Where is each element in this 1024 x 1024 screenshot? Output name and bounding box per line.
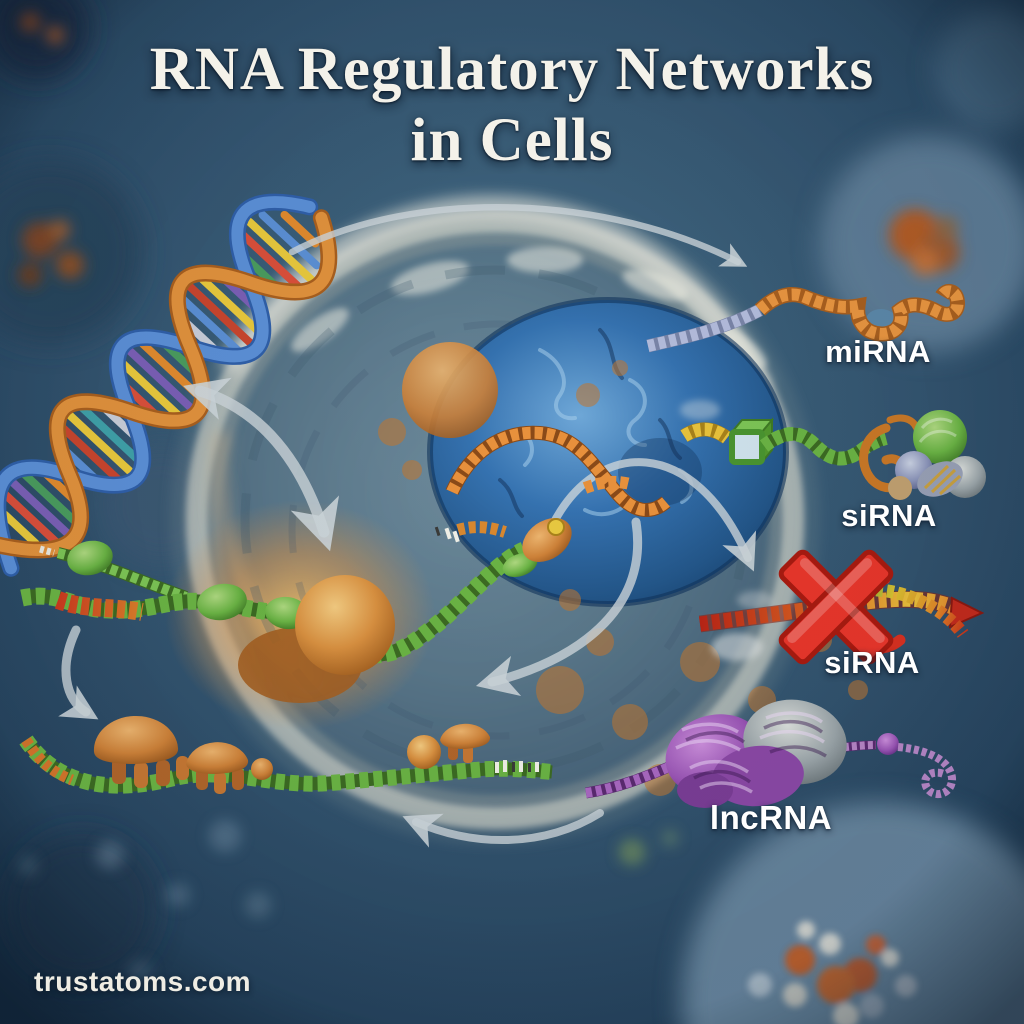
sirna-blocked-label: siRNA — [824, 645, 920, 680]
mirna-label: miRNA — [825, 334, 931, 369]
title-line-1: RNA Regulatory Networks — [149, 36, 875, 103]
sirna-risc-label: siRNA — [841, 498, 937, 533]
title-line-2: in Cells — [410, 107, 614, 175]
lncrna-label: lncRNA — [709, 799, 833, 836]
watermark: trustatoms.com — [34, 966, 252, 997]
poster-title: RNA Regulatory Networks in Cells — [0, 34, 1024, 177]
